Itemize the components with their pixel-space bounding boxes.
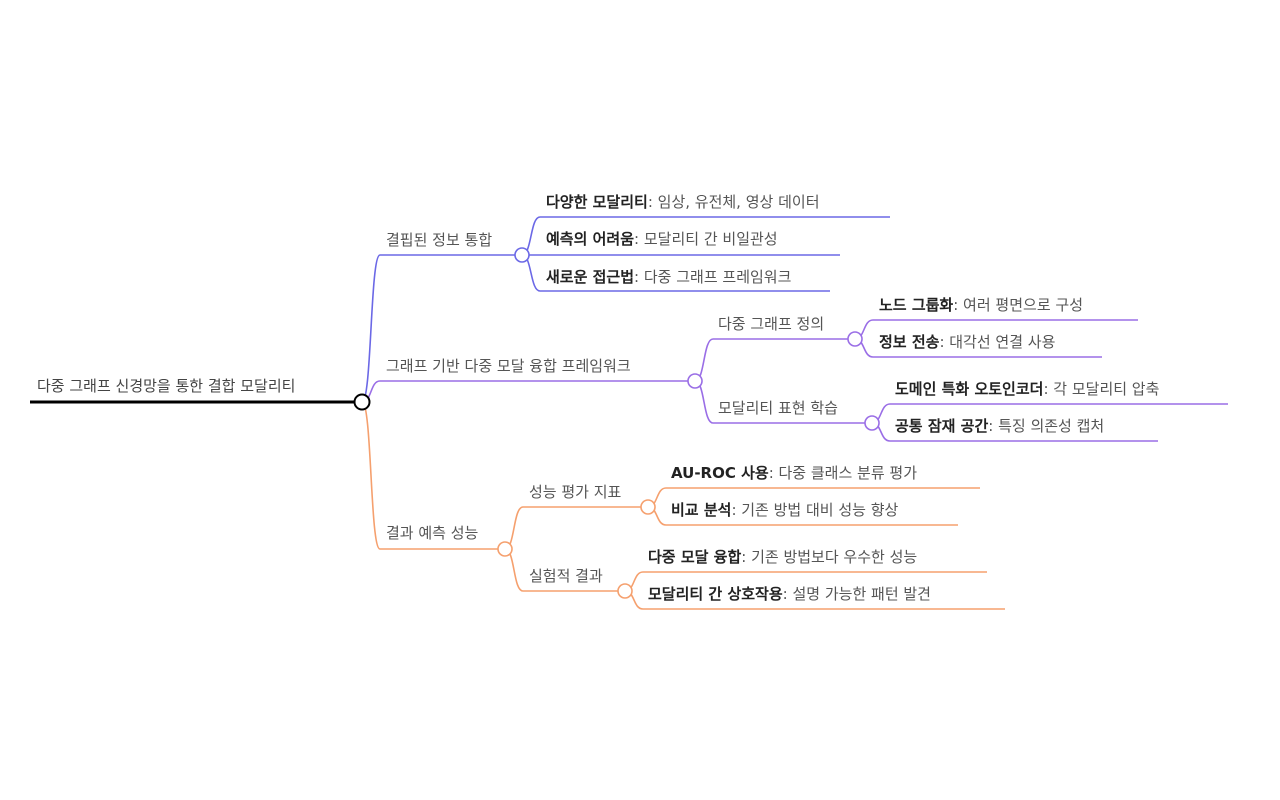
leaf-detail-text: : 각 모달리티 압축 [1043, 380, 1160, 398]
branch-3-group-2-collapse-toggle[interactable] [617, 583, 633, 599]
leaf-detail-text: : 기존 방법보다 우수한 성능 [741, 548, 918, 566]
root-collapse-toggle[interactable] [353, 393, 371, 411]
branch-1-leaf-2[interactable]: 예측의 어려움: 모달리티 간 비일관성 [546, 230, 778, 248]
branch-1-collapse-toggle[interactable] [514, 247, 530, 263]
leaf-detail-text: : 기존 방법 대비 성능 향상 [731, 501, 899, 519]
branch-2-group-1-leaf-2[interactable]: 정보 전송: 대각선 연결 사용 [879, 333, 1055, 351]
leaf-detail-text: : 다중 그래프 프레임워크 [634, 268, 792, 286]
leaf-bold-text: 다양한 모달리티 [546, 193, 648, 211]
leaf-bold-text: 새로운 접근법 [546, 268, 635, 286]
branch-2-group-2-leaf-1[interactable]: 도메인 특화 오토인코더: 각 모달리티 압축 [895, 380, 1159, 398]
leaf-bold-text: 모달리티 간 상호작용 [648, 585, 783, 603]
branch-3-group-2-leaf-2[interactable]: 모달리티 간 상호작용: 설명 가능한 패턴 발견 [648, 585, 931, 603]
branch-3-label[interactable]: 결과 예측 성능 [386, 524, 479, 542]
branch-1-label[interactable]: 결핍된 정보 통합 [386, 231, 493, 249]
branch-1-leaf-1[interactable]: 다양한 모달리티: 임상, 유전체, 영상 데이터 [546, 193, 820, 211]
leaf-bold-text: 도메인 특화 오토인코더 [895, 380, 1044, 398]
leaf-detail-text: : 특징 의존성 캡처 [988, 417, 1105, 435]
branch-3-group-2-label[interactable]: 실험적 결과 [529, 567, 603, 585]
leaf-detail-text: : 대각선 연결 사용 [939, 333, 1056, 351]
leaf-detail-text: : 설명 가능한 패턴 발견 [782, 585, 931, 603]
leaf-detail-text: : 임상, 유전체, 영상 데이터 [647, 193, 820, 211]
branch-2-collapse-toggle[interactable] [687, 373, 703, 389]
branch-2-link [361, 380, 695, 403]
branch-3-group-1-leaf-2[interactable]: 비교 분석: 기존 방법 대비 성능 향상 [671, 501, 898, 519]
leaf-bold-text: 비교 분석 [671, 501, 732, 519]
branch-2-group-2-label[interactable]: 모달리티 표현 학습 [718, 399, 838, 417]
leaf-detail-text: : 다중 클래스 분류 평가 [768, 464, 918, 482]
branch-3-collapse-toggle[interactable] [497, 541, 513, 557]
leaf-bold-text: 공통 잠재 공간 [895, 417, 989, 435]
branch-2-group-1-collapse-toggle[interactable] [847, 331, 863, 347]
branch-2-group-1-label[interactable]: 다중 그래프 정의 [718, 315, 825, 333]
branch-3-group-1-collapse-toggle[interactable] [640, 499, 656, 515]
leaf-bold-text: 정보 전송 [879, 333, 940, 351]
branch-2-label[interactable]: 그래프 기반 다중 모달 융합 프레임워크 [386, 357, 631, 375]
leaf-detail-text: : 모달리티 간 비일관성 [634, 230, 778, 248]
leaf-bold-text: 다중 모달 융합 [648, 548, 742, 566]
leaf-bold-text: 예측의 어려움 [546, 230, 635, 248]
leaf-bold-text: AU-ROC 사용 [671, 464, 769, 482]
branch-3-group-2-leaf-1[interactable]: 다중 모달 융합: 기존 방법보다 우수한 성능 [648, 548, 917, 566]
branch-2-group-1-link [694, 338, 855, 382]
branch-1-link [361, 254, 522, 403]
branch-1-leaf-3[interactable]: 새로운 접근법: 다중 그래프 프레임워크 [546, 268, 791, 286]
branch-3-group-1-label[interactable]: 성능 평가 지표 [529, 483, 622, 501]
branch-2-group-2-collapse-toggle[interactable] [864, 415, 880, 431]
root-node-label[interactable]: 다중 그래프 신경망을 통한 결합 모달리티 [37, 377, 296, 395]
branch-3-group-1-link [504, 506, 648, 550]
branch-3-group-1-leaf-1[interactable]: AU-ROC 사용: 다중 클래스 분류 평가 [671, 464, 917, 482]
leaf-bold-text: 노드 그룹화 [879, 296, 954, 314]
branch-2-group-2-leaf-2[interactable]: 공통 잠재 공간: 특징 의존성 캡처 [895, 417, 1104, 435]
leaf-detail-text: : 여러 평면으로 구성 [953, 296, 1083, 314]
branch-2-group-1-leaf-1[interactable]: 노드 그룹화: 여러 평면으로 구성 [879, 296, 1083, 314]
